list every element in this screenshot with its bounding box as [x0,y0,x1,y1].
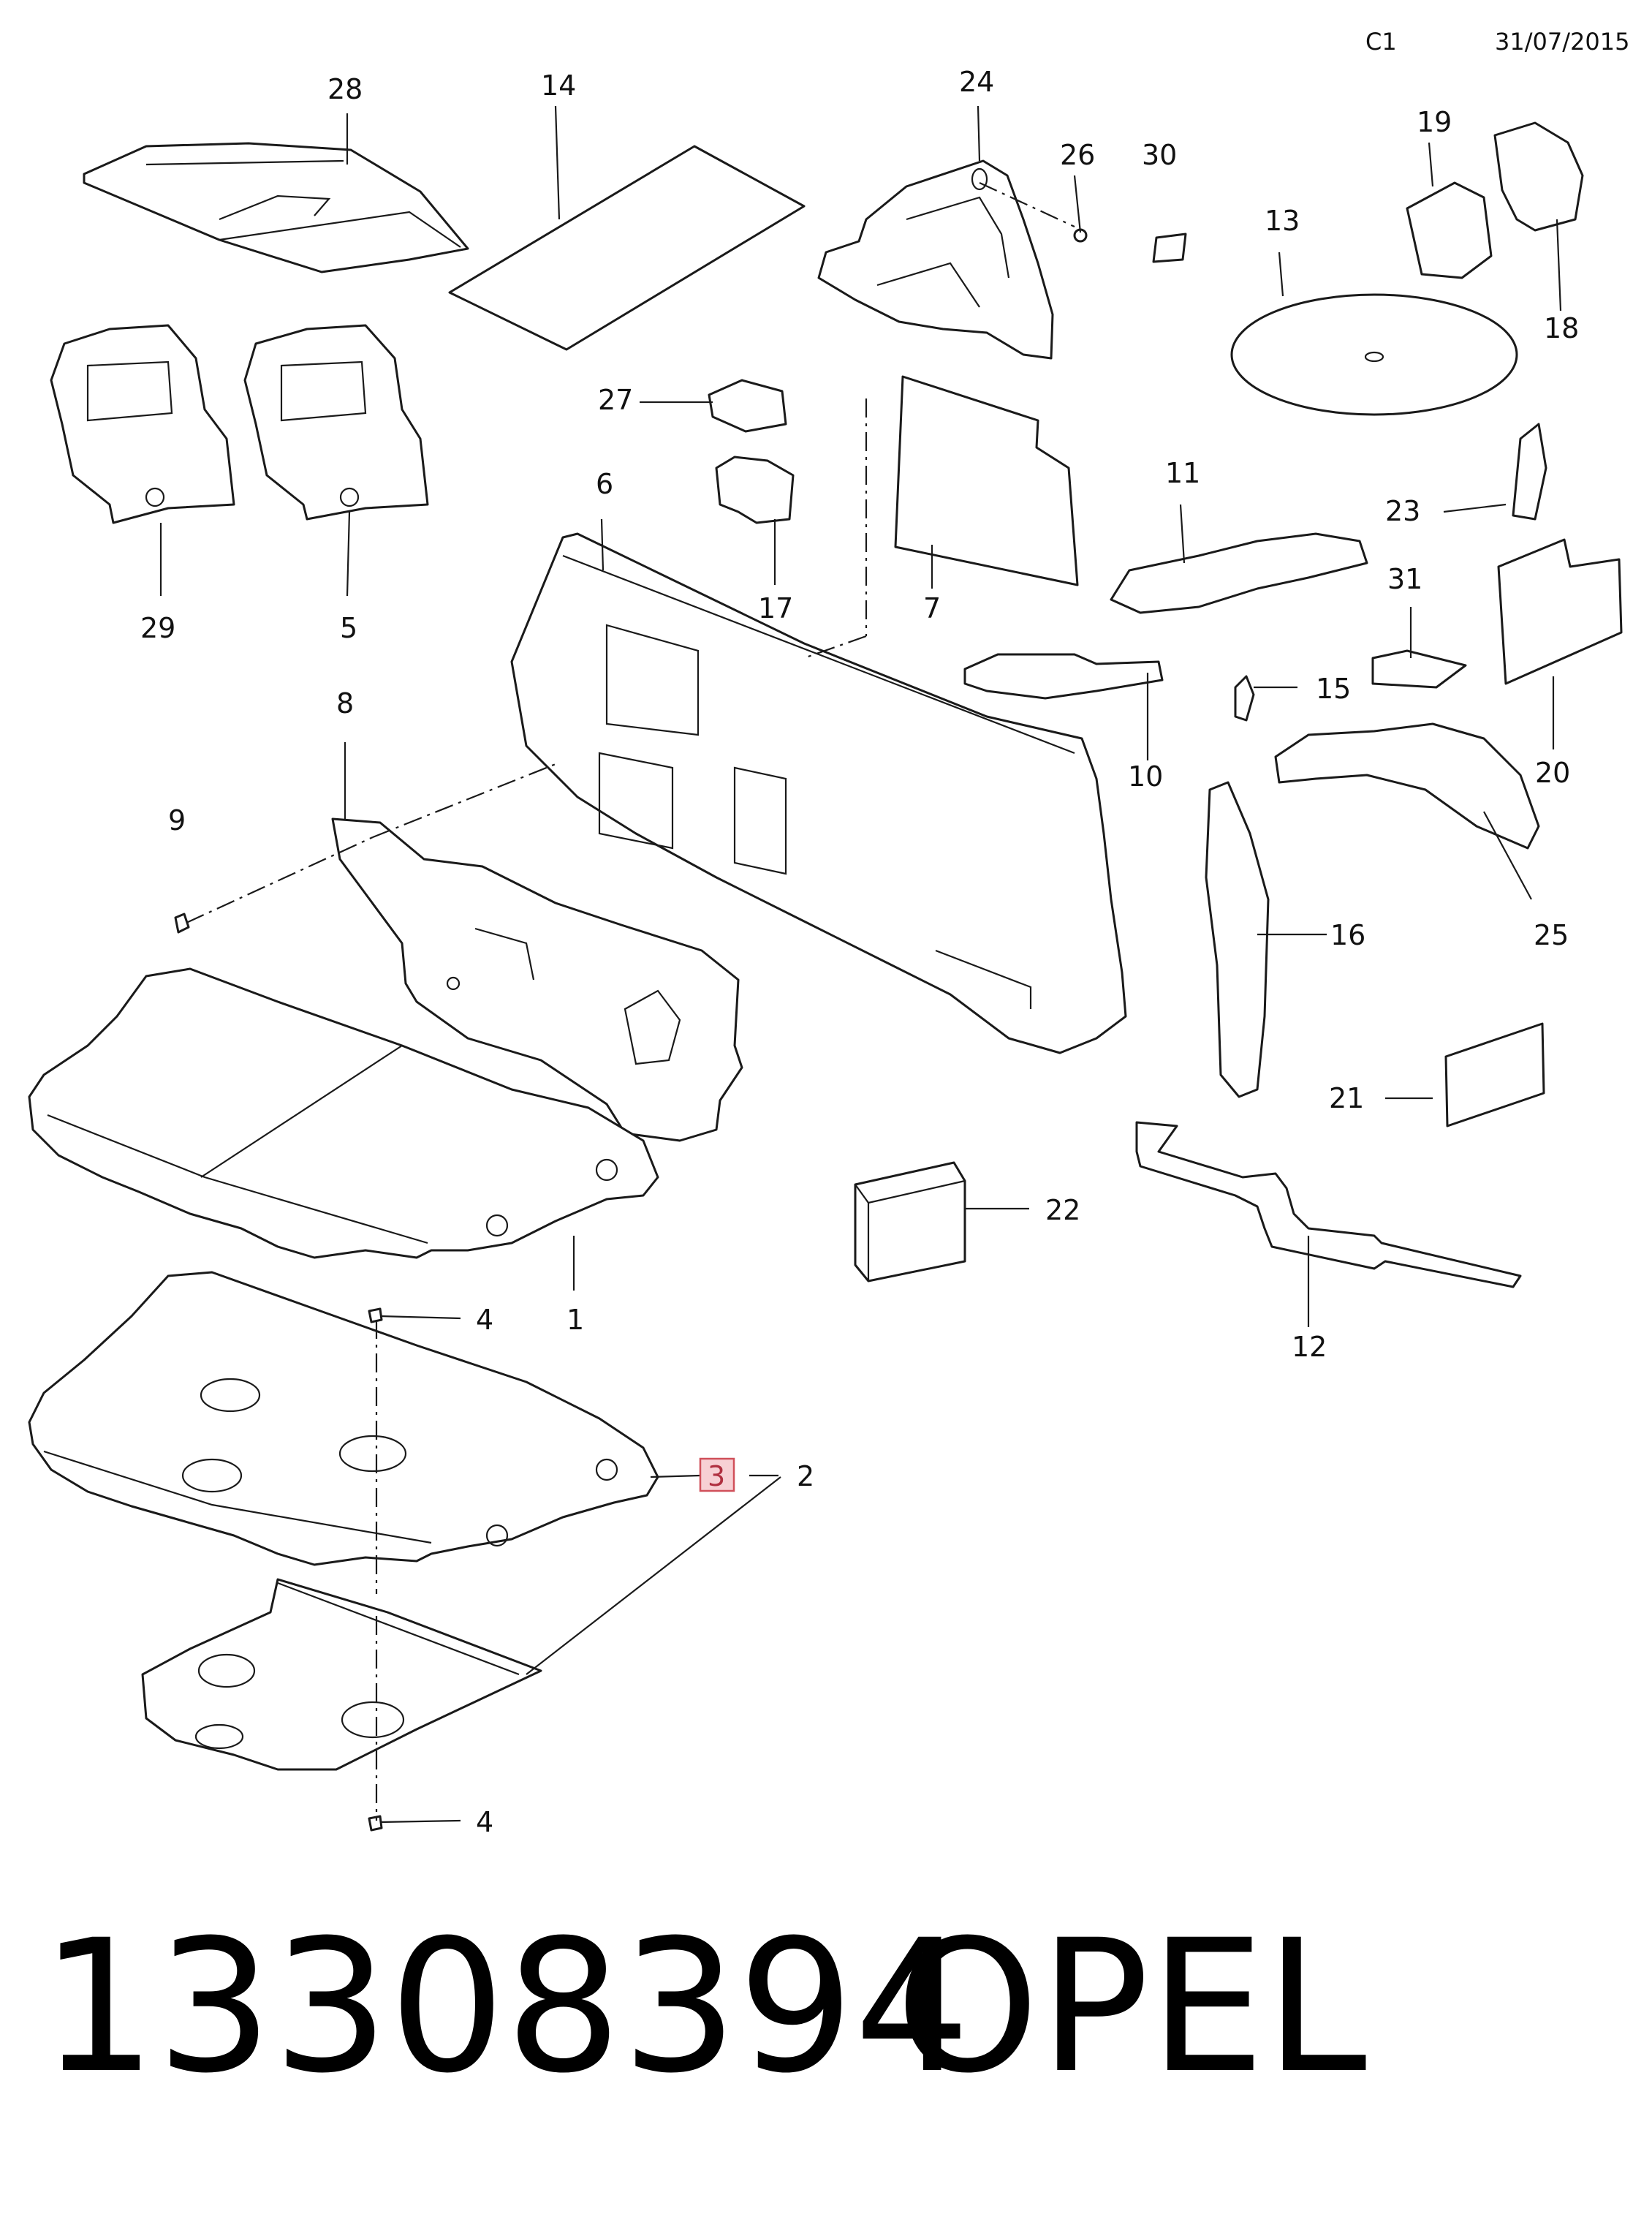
callout-14: 14 [541,69,576,102]
callout-24: 24 [959,66,994,98]
callout-11: 11 [1165,457,1200,489]
part-14-mat [448,145,806,351]
callout-15: 15 [1316,673,1351,705]
part-27-clip [708,379,787,433]
part-30-pad [1152,233,1187,263]
part-11-gasket [1110,532,1368,614]
callout-2: 2 [797,1460,814,1492]
part-24-trim [817,159,1054,360]
part-15-clip [1234,675,1255,722]
callout-3: 3 [708,1460,725,1492]
part-1-hood-insulator [28,967,659,1259]
part-6-dash-panel [510,532,1127,1054]
part-13-disc [1230,293,1518,416]
part-7-sheet [894,375,1079,586]
brand-name: OPEL [895,1900,1367,2113]
callout-22: 22 [1045,1194,1080,1226]
part-31-pad [1371,649,1467,689]
part-3-pad [141,1578,542,1771]
part-21-sheet [1444,1022,1545,1127]
part-8-insulator [331,817,743,1142]
callout-1: 1 [567,1304,584,1336]
part-16-strip [1205,781,1270,1098]
part-28-panel [83,142,469,273]
part-12-strip [1135,1121,1522,1288]
callout-10: 10 [1128,760,1163,793]
callout-27: 27 [598,384,633,416]
part-18-block [1493,121,1584,232]
part-number: 13308394 [40,1900,971,2113]
part-29-bracket [50,324,235,524]
callout-19: 19 [1417,106,1452,138]
part-4-clip-lower [368,1815,383,1832]
part-23-wedge [1512,423,1547,521]
callout-26: 26 [1060,139,1095,171]
callout-labels: 28 14 24 26 30 13 19 18 27 6 17 7 11 23 … [140,66,1579,1838]
leader-lines [159,105,1562,1824]
callout-29: 29 [140,612,175,644]
part-20-sheet [1497,538,1623,685]
part-19-block [1406,181,1493,279]
callout-3-highlight [699,1457,735,1492]
callout-18: 18 [1544,312,1579,344]
part-22-block [854,1161,966,1283]
part-2-hood-insulator [28,1271,659,1566]
callout-30: 30 [1142,139,1177,171]
part-4-clip-upper [368,1307,383,1323]
callout-17: 17 [758,592,793,624]
callout-8: 8 [336,687,354,719]
callout-28: 28 [327,73,363,105]
part-17-cap [715,456,795,524]
callout-21: 21 [1329,1082,1364,1114]
part-10-insulator [963,653,1164,700]
callout-25: 25 [1534,919,1569,951]
callout-20: 20 [1535,757,1570,789]
callout-5: 5 [340,612,357,644]
callout-16: 16 [1330,919,1365,951]
part-9-pin [174,913,190,934]
callout-9: 9 [168,804,186,836]
callout-31: 31 [1387,563,1422,595]
callout-4-upper: 4 [476,1304,493,1336]
callout-13: 13 [1265,205,1300,237]
page-code: C1 [1365,28,1397,56]
callout-7: 7 [923,592,941,624]
diagram-date: 31/07/2015 [1495,28,1629,56]
callout-6: 6 [596,468,613,500]
part-5-bracket [243,324,429,521]
callout-23: 23 [1385,495,1420,527]
callout-4-lower: 4 [476,1806,493,1838]
callout-12: 12 [1292,1331,1327,1363]
part-25-insulator [1274,722,1540,850]
